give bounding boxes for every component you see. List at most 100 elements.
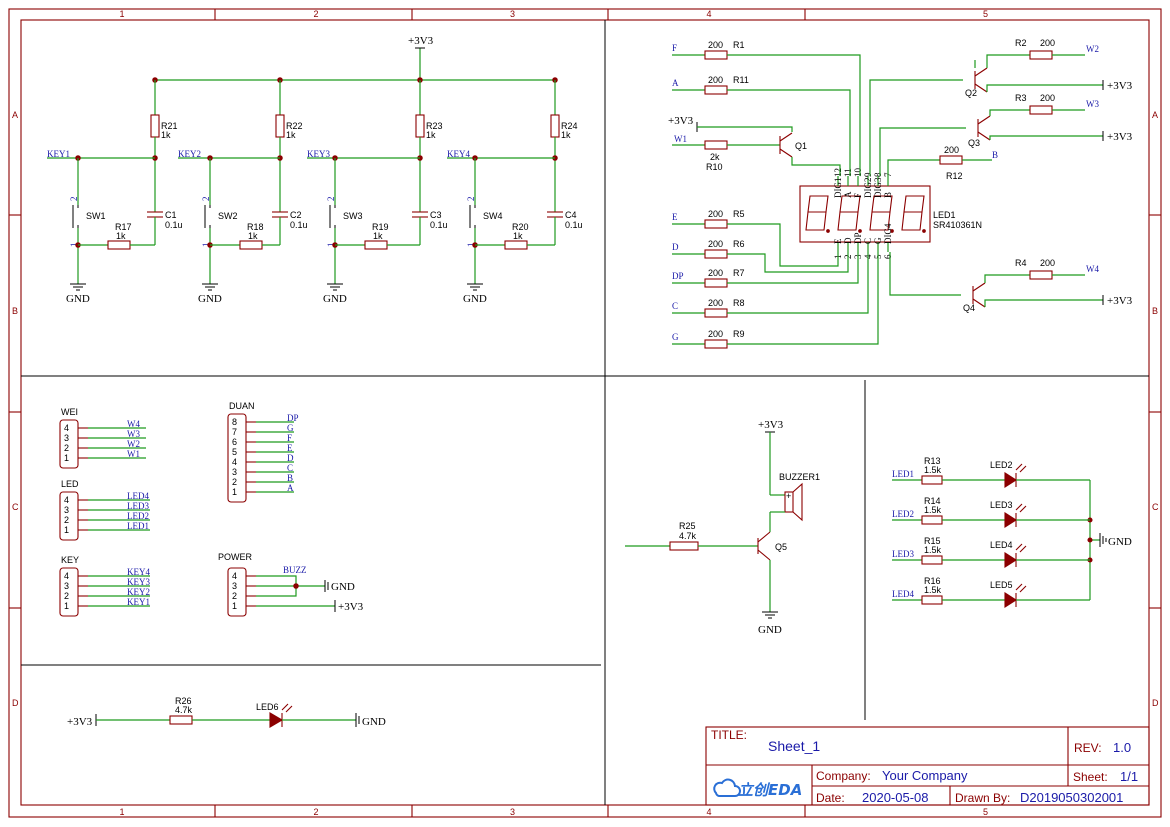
- switch-pin1: 1: [69, 243, 79, 248]
- series-val: 1k: [513, 231, 523, 241]
- led-net: LED1: [892, 469, 914, 479]
- led-resistor: [921, 515, 943, 525]
- switch-ref: SW2: [218, 211, 238, 221]
- r26: [169, 715, 193, 725]
- buzzer-section: +3V3 + BUZZER1 R25 4.7k Q5 GND: [625, 419, 820, 636]
- led-symbol: [1004, 511, 1018, 529]
- pullup-resistor: [415, 114, 425, 138]
- digit-resistor: [1029, 270, 1053, 280]
- segment-resistor: [704, 339, 728, 349]
- tb-drawn: D2019050302001: [1020, 790, 1123, 805]
- tb-sheet-label: Sheet:: [1073, 770, 1108, 784]
- led-net: LED4: [892, 589, 914, 599]
- connector-pin: 6: [232, 437, 237, 447]
- led6-symbol: [269, 712, 284, 728]
- seg-res-ref: R12: [946, 171, 963, 181]
- tb-title-label: TITLE:: [711, 728, 747, 742]
- cloud-logo-icon: [713, 778, 741, 797]
- seg-res-val: 200: [708, 75, 723, 85]
- q1-rb-ref: R10: [706, 162, 723, 172]
- connector-pin: 3: [64, 433, 69, 443]
- cap-val: 0.1u: [290, 220, 308, 230]
- connector-net: W3: [127, 429, 140, 439]
- digit-net: W2: [1086, 44, 1099, 54]
- tb-logo: 立创EDA: [738, 781, 802, 799]
- power-connector-body: [227, 567, 247, 617]
- row-marker: B: [1152, 306, 1158, 316]
- pullup-resistor: [275, 114, 285, 138]
- key-gnd: GND: [198, 293, 222, 305]
- q1-net: W1: [674, 134, 687, 144]
- outer-frame: [8, 8, 1162, 818]
- connector-pin: 2: [64, 515, 69, 525]
- tb-date-label: Date:: [816, 791, 845, 805]
- series-ref: R20: [512, 222, 529, 232]
- digit-res-val: 200: [1040, 38, 1055, 48]
- disp-top-pin-label: B: [883, 192, 893, 198]
- pullup-val: 1k: [426, 130, 436, 140]
- disp-bot-pin-label: D: [843, 237, 853, 244]
- buzzer-ref: BUZZER1: [779, 472, 820, 482]
- switch-pin2: 2: [326, 197, 336, 202]
- led-res-ref: R13: [924, 456, 941, 466]
- row-marker: D: [12, 698, 19, 708]
- seg-res-val: 200: [708, 209, 723, 219]
- pullup-resistor: [550, 114, 560, 138]
- connector-net: F: [287, 433, 292, 443]
- connector-net: LED1: [127, 521, 149, 531]
- r25: [669, 541, 699, 551]
- digit-pwr: +3V3: [1107, 295, 1133, 307]
- led-net: LED3: [892, 549, 914, 559]
- led-res-val: 1.5k: [924, 545, 942, 555]
- digit-net: W4: [1086, 264, 1099, 274]
- pled-gnd: GND: [362, 716, 386, 728]
- tb-title: Sheet_1: [768, 738, 820, 754]
- row-marker: D: [1152, 698, 1159, 708]
- q1-base-resistor: [704, 140, 728, 150]
- q1-rb-val: 2k: [710, 152, 720, 162]
- led-ref: LED4: [990, 540, 1013, 550]
- connector-pin: 2: [64, 591, 69, 601]
- seg-net: C: [672, 301, 678, 311]
- connector-pin: 4: [64, 571, 69, 581]
- disp-top-pin-label: A: [843, 191, 853, 198]
- led-ref: LED3: [990, 500, 1013, 510]
- series-resistor: [107, 240, 131, 250]
- digit-transistor-ref: Q2: [965, 88, 977, 98]
- connector-net: LED3: [127, 501, 149, 511]
- disp-top-pin-num: 10: [853, 168, 863, 178]
- buzzer-gnd: GND: [758, 624, 782, 636]
- connector-pin: 1: [64, 525, 69, 535]
- row-marker: C: [1152, 502, 1159, 512]
- connector-pin: 3: [64, 505, 69, 515]
- disp-top-pin-label: DIG1: [833, 178, 843, 199]
- digit-res-ref: R2: [1015, 38, 1027, 48]
- switch-pin2: 2: [466, 197, 476, 202]
- connector-pin: 2: [64, 443, 69, 453]
- segment-resistor: [704, 85, 728, 95]
- led-ref: LED2: [990, 460, 1013, 470]
- led-resistor: [921, 595, 943, 605]
- series-val: 1k: [248, 231, 258, 241]
- connector-pin: 8: [232, 417, 237, 427]
- pled-vcc: +3V3: [67, 716, 93, 728]
- series-resistor: [504, 240, 528, 250]
- digit-resistor: [1029, 105, 1053, 115]
- seg-net: F: [672, 43, 677, 53]
- key-net-label: KEY3: [307, 149, 330, 159]
- connector-body: [59, 419, 79, 469]
- key-gnd: GND: [66, 293, 90, 305]
- pullup-ref: R22: [286, 121, 303, 131]
- disp-bot-pin-label: DIG4: [883, 223, 893, 244]
- col-marker: 4: [707, 807, 712, 817]
- disp-bot-pin-label: G: [873, 237, 883, 244]
- segment-resistor: [704, 50, 728, 60]
- seg-res-val: 200: [708, 298, 723, 308]
- seg-res-val: 200: [708, 329, 723, 339]
- display-ref: LED1: [933, 210, 956, 220]
- r26-ref: R26: [175, 696, 192, 706]
- connector-pin: 3: [64, 581, 69, 591]
- r26-val: 4.7k: [175, 705, 193, 715]
